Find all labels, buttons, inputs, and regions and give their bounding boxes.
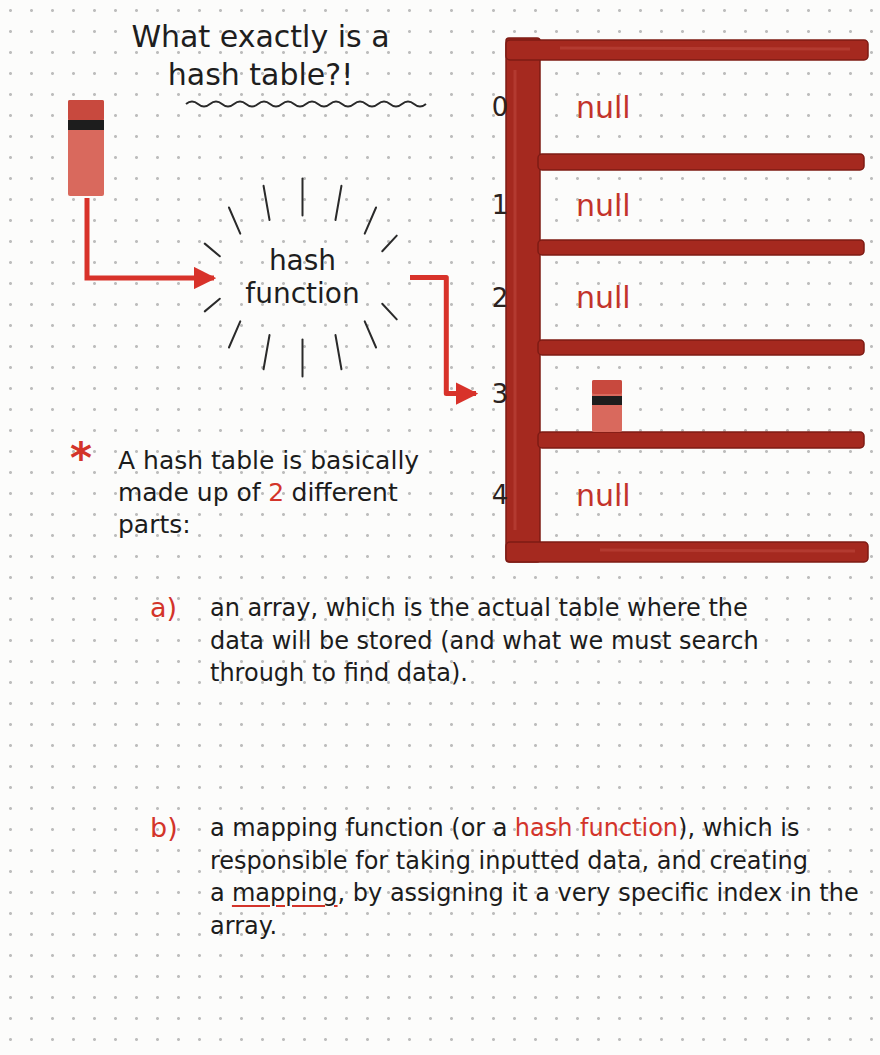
note-text: hash function — [515, 814, 678, 842]
paint-streak — [560, 48, 850, 49]
array-shelf — [506, 38, 868, 562]
shelf-board — [538, 432, 864, 448]
index-number: 1 — [488, 190, 512, 220]
item-cap — [592, 380, 622, 394]
index-number: 2 — [488, 283, 512, 313]
item-band — [592, 396, 622, 405]
note-text: a mapping function (or a — [210, 814, 508, 842]
burst-ray — [382, 236, 397, 252]
shelf-board — [506, 542, 868, 562]
paint-streak — [514, 70, 517, 530]
index-number: 4 — [488, 480, 512, 510]
list-marker: b) — [150, 812, 178, 843]
text-block: A hash table is basically made up of2dif… — [118, 445, 448, 541]
slot-value: null — [576, 188, 631, 223]
hash-function-burst: hash function — [195, 175, 410, 380]
burst-ray — [382, 304, 397, 320]
burst-ray — [335, 186, 341, 220]
slot-value: null — [576, 280, 631, 315]
data-item — [68, 100, 104, 196]
stored-item — [592, 380, 622, 432]
burst-ray — [205, 244, 220, 257]
burst-ray — [335, 335, 341, 369]
list-marker: a) — [150, 592, 177, 623]
index-number: 0 — [488, 92, 512, 122]
shelf-board — [538, 154, 864, 170]
bullet-mark: * — [70, 434, 92, 483]
slot-value: null — [576, 90, 631, 125]
burst-ray — [365, 207, 376, 233]
burst-ray — [229, 207, 240, 233]
array-slot: 3 — [476, 355, 866, 432]
shelf-board — [538, 340, 864, 355]
index-number: 3 — [488, 379, 512, 409]
item-body — [592, 380, 622, 432]
text-block: * — [70, 438, 110, 480]
paint-streak — [600, 550, 855, 551]
function-label: hash function — [228, 245, 378, 309]
array-slot: 2 null — [476, 255, 866, 340]
burst-ray — [264, 335, 270, 369]
array-slot: 0 null — [476, 60, 866, 154]
shelf-post — [506, 38, 540, 562]
burst-ray — [302, 340, 304, 377]
array-slot: 1 null — [476, 170, 866, 240]
burst-ray — [229, 321, 240, 347]
title-text: What exactly is a hash table?! — [108, 18, 413, 93]
shelf-board — [538, 240, 864, 255]
item-cap — [68, 100, 104, 120]
mapping-arrow — [410, 278, 476, 394]
burst-ray — [205, 299, 220, 312]
shelf-board — [506, 40, 868, 60]
text-block: a) — [150, 590, 206, 625]
wavy-underline — [186, 102, 426, 107]
burst-ray — [264, 186, 270, 220]
text-block: b) — [150, 810, 206, 845]
burst-ray — [302, 179, 304, 216]
input-arrow — [87, 198, 214, 278]
note-text: 2 — [268, 478, 284, 507]
slot-value: null — [576, 478, 631, 513]
text-block: a mapping function (or ahash function), … — [210, 812, 860, 943]
paint-streaks — [515, 48, 855, 551]
item-body — [68, 100, 104, 196]
item-band — [68, 120, 104, 130]
burst-ray — [365, 321, 376, 347]
note-text: an array, which is the actual table wher… — [210, 594, 759, 687]
note-text: mapping — [232, 879, 338, 907]
array-slot: 4 null — [476, 448, 866, 542]
text-block: an array, which is the actual table wher… — [210, 592, 770, 690]
